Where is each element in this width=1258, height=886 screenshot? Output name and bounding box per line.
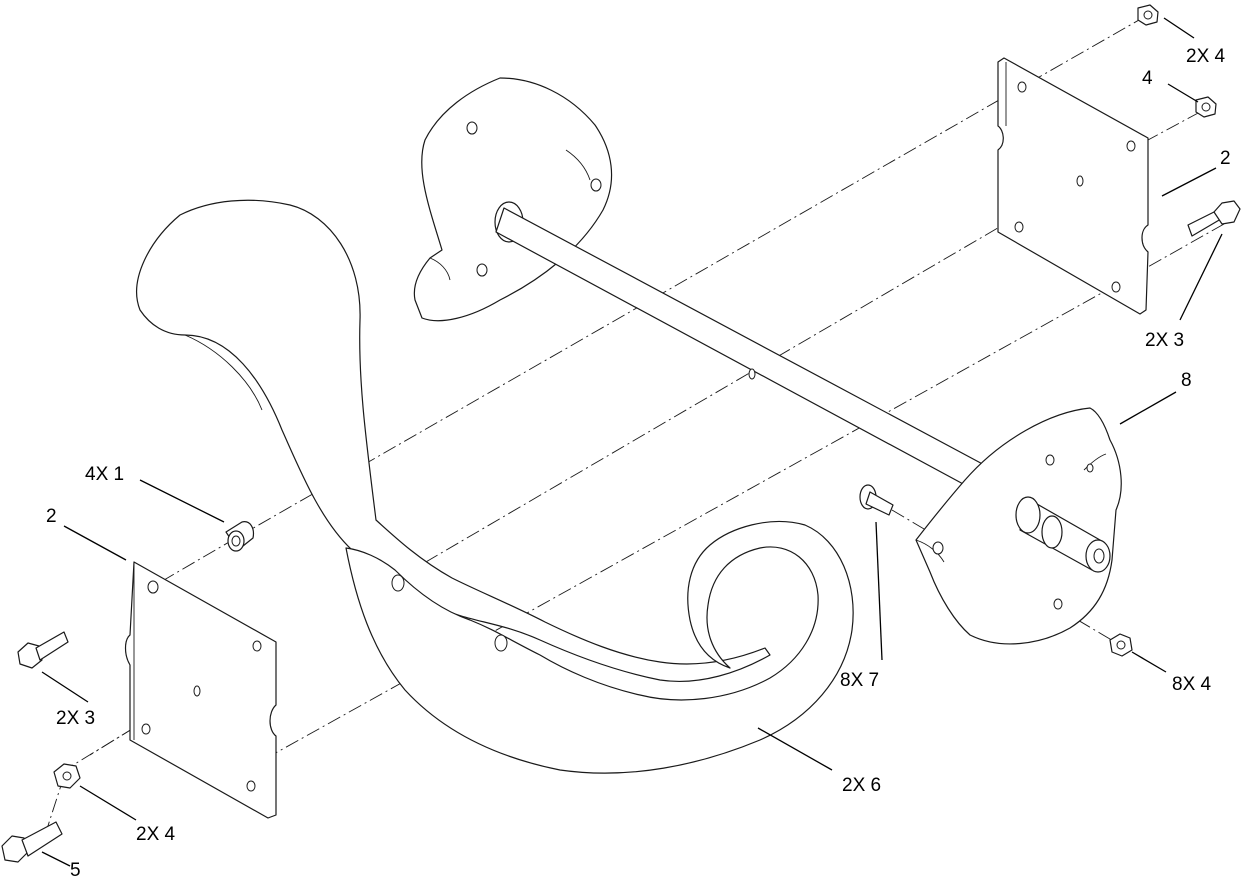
plate-hole — [1111, 281, 1121, 293]
hex-nut-top-right — [1137, 4, 1159, 26]
plate-hole — [141, 723, 151, 735]
callout-auger-blades: 2X 6 — [842, 775, 881, 796]
callout-right-bolt: 2X 3 — [1145, 330, 1184, 351]
plate-hole — [1076, 175, 1084, 187]
hex-nut-bracket — [1109, 633, 1133, 657]
callout-bracket-nuts: 8X 4 — [1172, 674, 1212, 695]
hex-bolt-left — [17, 631, 69, 669]
right-mounting-plate — [997, 57, 1149, 315]
rear-end-disc — [413, 77, 613, 322]
bracket-hole — [1086, 463, 1094, 473]
auger-blade-lower — [345, 520, 854, 774]
plate-hole — [246, 780, 256, 792]
plate-hole — [1126, 140, 1136, 152]
hex-nut-right — [1195, 96, 1217, 118]
bracket-hole — [1053, 598, 1063, 610]
bracket-hole — [1045, 454, 1055, 466]
callout-pin: 8X 7 — [840, 670, 879, 691]
callout-left-bolt: 2X 3 — [56, 708, 95, 729]
blade-hole — [494, 634, 508, 652]
plate-hole — [1017, 81, 1027, 93]
blade-hole — [391, 574, 405, 592]
callout-left-plate: 2 — [46, 506, 57, 527]
plate-hole — [1014, 221, 1024, 233]
hex-bolt-long — [1, 821, 63, 863]
callout-top-right-nut: 2X 4 — [1186, 46, 1226, 67]
plate-hole — [147, 580, 159, 594]
disc-hole — [590, 178, 602, 192]
bearing-bracket — [915, 407, 1122, 645]
hex-nut-left — [53, 763, 81, 789]
callout-left-nut: 2X 4 — [136, 824, 176, 845]
callout-labels: 2X 4 4 2 2X 3 8 4X 1 2 2X 3 2X 4 5 8X 7 … — [46, 46, 1231, 881]
auger-shaft — [495, 207, 991, 493]
left-mounting-plate — [124, 561, 277, 819]
leader-lines — [41, 17, 1223, 867]
pin — [859, 484, 894, 516]
callout-right-plate: 2 — [1220, 148, 1231, 169]
auger-blade-upper — [136, 199, 771, 682]
spacer — [225, 521, 255, 552]
bracket-hole — [932, 541, 944, 555]
callout-right-nut: 4 — [1142, 68, 1153, 89]
plate-hole — [193, 685, 201, 697]
shaft-hole — [748, 368, 756, 380]
callout-spacer: 4X 1 — [85, 464, 124, 485]
hex-bolt-right — [1187, 200, 1241, 237]
callout-bearing-bracket: 8 — [1181, 370, 1192, 391]
disc-hole — [476, 263, 488, 277]
disc-hole — [466, 121, 478, 135]
callout-long-bolt: 5 — [70, 860, 81, 881]
plate-hole — [252, 640, 262, 652]
